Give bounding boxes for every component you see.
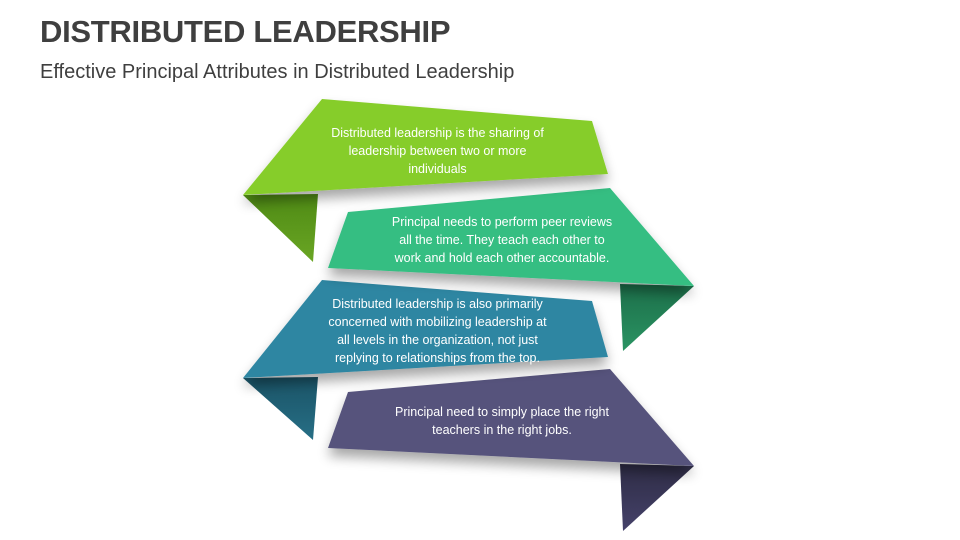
ribbon-3-body — [243, 280, 608, 378]
ribbon-1-body — [243, 99, 608, 195]
ribbon-3-text: Distributed leadership is also primarily… — [328, 297, 547, 365]
page-title: DISTRIBUTED LEADERSHIP — [40, 14, 451, 49]
page-subtitle: Effective Principal Attributes in Distri… — [40, 61, 515, 83]
ribbon-3-fold — [243, 377, 318, 440]
ribbon-1-text: Distributed leadership is the sharing of… — [331, 126, 544, 176]
ribbon-4-fold — [620, 464, 694, 531]
ribbon-1-fold — [243, 194, 318, 262]
ribbon-2-body — [328, 188, 694, 286]
ribbon-4-body — [328, 369, 694, 466]
ribbon-2-fold — [620, 284, 694, 351]
ribbon-2-text: Principal needs to perform peer reviews … — [391, 215, 613, 265]
ribbon-4-text: Principal need to simply place the right… — [394, 405, 609, 437]
